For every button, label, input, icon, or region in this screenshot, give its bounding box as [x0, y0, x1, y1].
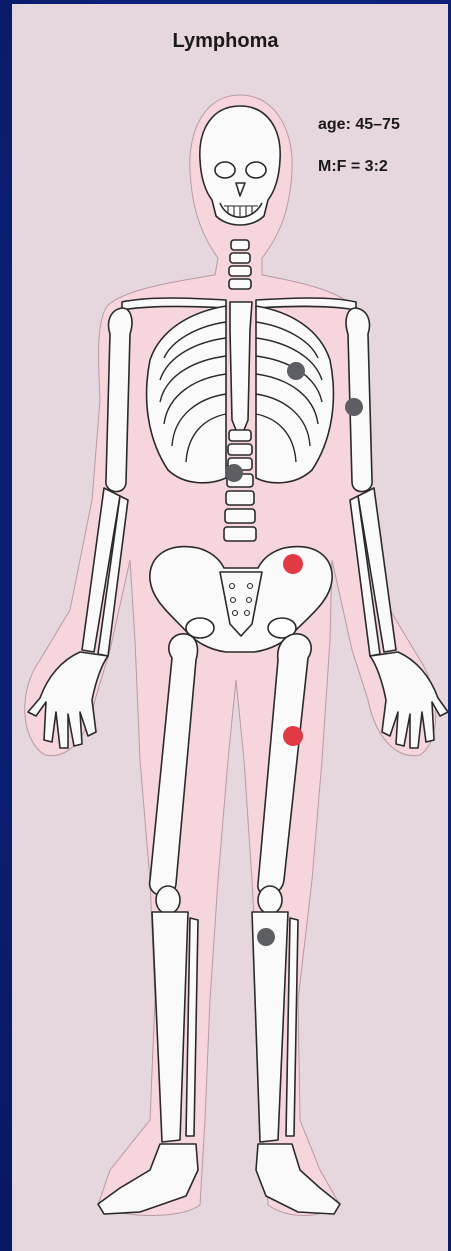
- lesion-marker-tibia: [257, 928, 275, 946]
- sex-ratio-label: M:F = 3:2: [318, 158, 388, 176]
- patella-right: [156, 886, 180, 914]
- lesion-marker-humerus: [345, 398, 363, 416]
- age-range-label: age: 45–75: [318, 116, 400, 134]
- figure-title: Lymphoma: [0, 30, 451, 53]
- lesion-marker-ilium: [283, 554, 303, 574]
- sternum: [230, 302, 252, 440]
- lesion-marker-vertebra: [225, 464, 243, 482]
- patella-left: [258, 886, 282, 914]
- lesion-marker-femur: [283, 726, 303, 746]
- eye-socket-left: [246, 162, 266, 178]
- eye-socket-right: [215, 162, 235, 178]
- lesion-marker-rib: [287, 362, 305, 380]
